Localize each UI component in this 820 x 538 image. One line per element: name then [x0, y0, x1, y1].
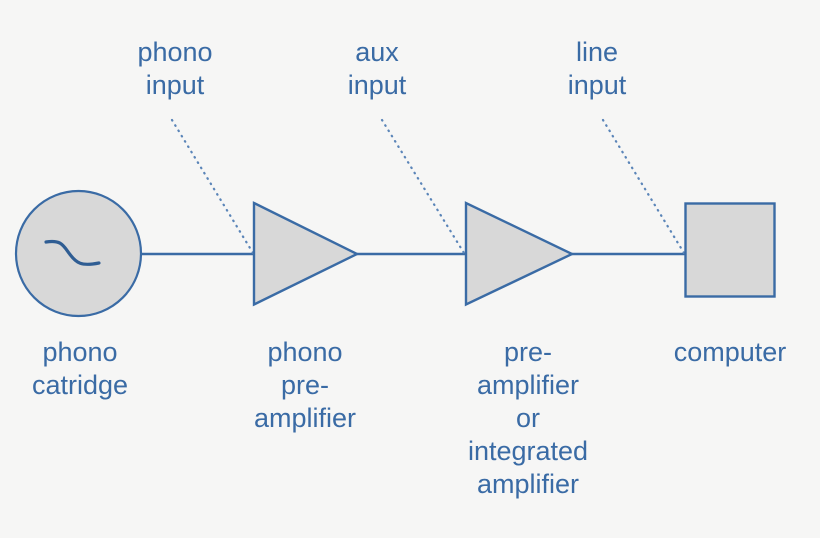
- label-phono-preamplifier: phono pre- amplifier: [253, 337, 357, 433]
- label-line-input: line input: [567, 37, 627, 100]
- leader-line-phono-input: [170, 118, 255, 255]
- leader-line-aux-input: [380, 118, 466, 255]
- phono-cartridge-circle: [14, 189, 143, 318]
- preamp-triangle: [464, 201, 575, 307]
- leader-lines: [170, 118, 686, 255]
- leader-line-line-input: [601, 118, 686, 255]
- phono-preamp-triangle: [252, 201, 360, 307]
- phono-preamp-node: [252, 201, 360, 307]
- label-phono-cartridge: phono catridge: [31, 337, 129, 400]
- label-phono-input: phono input: [137, 37, 213, 100]
- computer-node: [684, 202, 776, 298]
- label-aux-input: aux input: [347, 37, 407, 100]
- s-curve-waveform-icon: [44, 239, 101, 266]
- computer-box: [684, 202, 776, 298]
- preamp-node: [464, 201, 575, 307]
- label-preamplifier-or-integrated-amplifier: pre- amplifier or integrated amplifier: [467, 337, 589, 499]
- phono-cartridge-node: [14, 189, 143, 318]
- label-computer: computer: [673, 337, 787, 367]
